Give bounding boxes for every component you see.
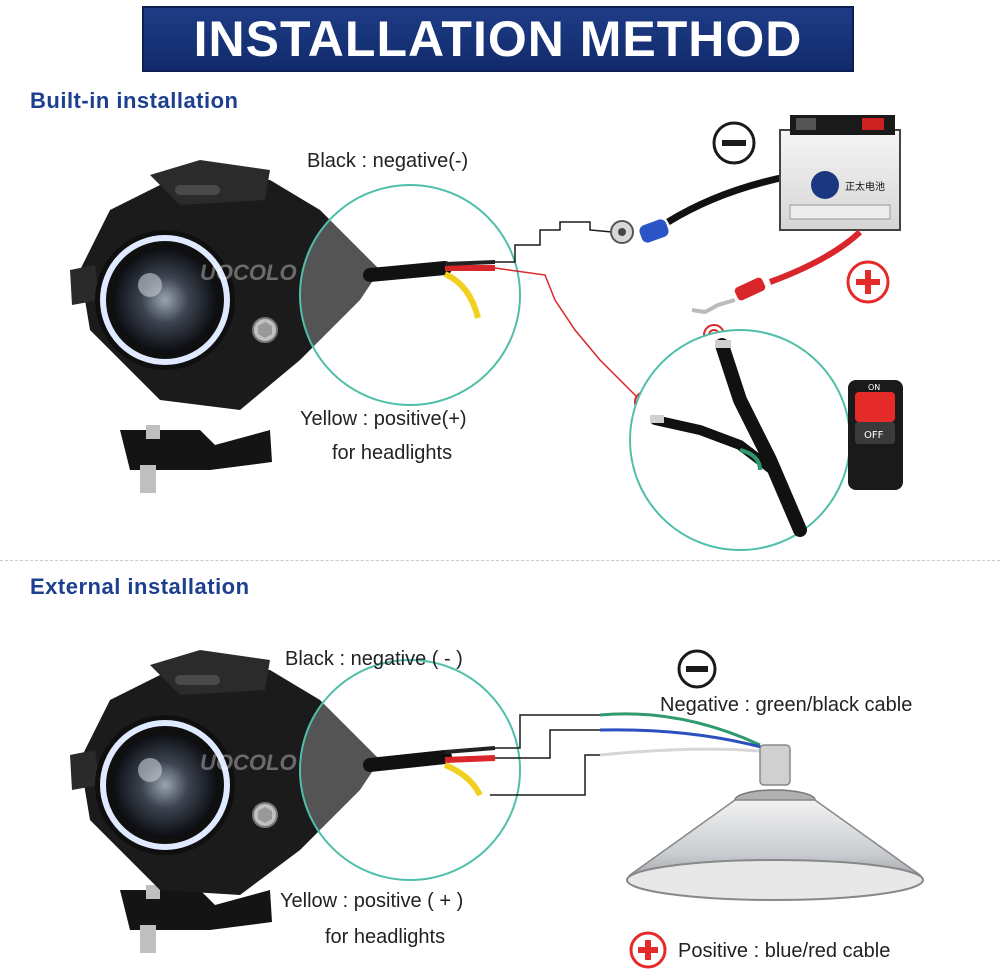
plus-circle-icon bbox=[846, 260, 890, 304]
external-yellow-line bbox=[490, 754, 600, 796]
title-banner: INSTALLATION METHOD bbox=[0, 0, 1000, 78]
minus-circle-icon bbox=[677, 649, 717, 689]
headlight-icon bbox=[70, 160, 380, 493]
switch-on-label: ON bbox=[868, 383, 880, 392]
builtin-negative-line bbox=[495, 221, 613, 263]
builtin-yellow-wire bbox=[443, 271, 481, 319]
builtin-black-wire bbox=[444, 260, 496, 266]
minus-circle-icon bbox=[712, 121, 756, 165]
external-zoom-circle bbox=[299, 659, 521, 881]
external-positive-line bbox=[495, 729, 600, 759]
ring-terminal-icon bbox=[610, 172, 791, 244]
builtin-yellow-label: Yellow : positive(+) bbox=[300, 408, 467, 430]
builtin-watermark: UOCOLO bbox=[200, 260, 297, 285]
external-black-wire bbox=[444, 746, 496, 754]
switch-off-label: OFF bbox=[864, 430, 884, 441]
builtin-cable bbox=[363, 261, 452, 282]
builtin-zoom-circle bbox=[299, 184, 521, 406]
headlight-icon bbox=[70, 650, 380, 953]
battery-icon: 正太电池 bbox=[779, 115, 901, 231]
section-divider bbox=[0, 560, 1000, 561]
external-black-label: Black : negative ( - ) bbox=[285, 648, 463, 670]
green-cable bbox=[599, 712, 761, 747]
external-yellow-label: Yellow : positive ( + ) bbox=[280, 890, 464, 912]
battery-label: 正太电池 bbox=[845, 180, 885, 193]
page-title: INSTALLATION METHOD bbox=[193, 11, 803, 67]
external-section-title: External installation bbox=[30, 574, 250, 599]
negative-cable-label: Negative : green/black cable bbox=[660, 694, 913, 716]
switch-wires bbox=[650, 338, 807, 537]
battery-positive-wire bbox=[768, 229, 863, 285]
external-yellow-wire bbox=[443, 762, 483, 797]
positive-cable-label: Positive : blue/red cable bbox=[678, 940, 891, 962]
external-watermark: UOCOLO bbox=[200, 750, 297, 775]
external-cable bbox=[363, 750, 452, 772]
builtin-yellow-sublabel: for headlights bbox=[332, 442, 453, 464]
external-red-wire bbox=[444, 755, 496, 763]
lamp-reflector-icon bbox=[626, 744, 924, 901]
positive-connector bbox=[734, 277, 766, 301]
white-cable bbox=[599, 747, 771, 757]
builtin-positive-line bbox=[494, 267, 641, 401]
builtin-section-title: Built-in installation bbox=[30, 88, 239, 113]
builtin-black-label: Black : negative(-) bbox=[307, 150, 469, 172]
external-yellow-sublabel: for headlights bbox=[325, 926, 446, 948]
title-banner-box bbox=[142, 6, 854, 72]
blue-cable bbox=[599, 728, 766, 750]
switch-icon: ON OFF bbox=[848, 380, 903, 490]
plus-circle-icon bbox=[629, 931, 667, 969]
external-negative-line bbox=[495, 714, 600, 749]
